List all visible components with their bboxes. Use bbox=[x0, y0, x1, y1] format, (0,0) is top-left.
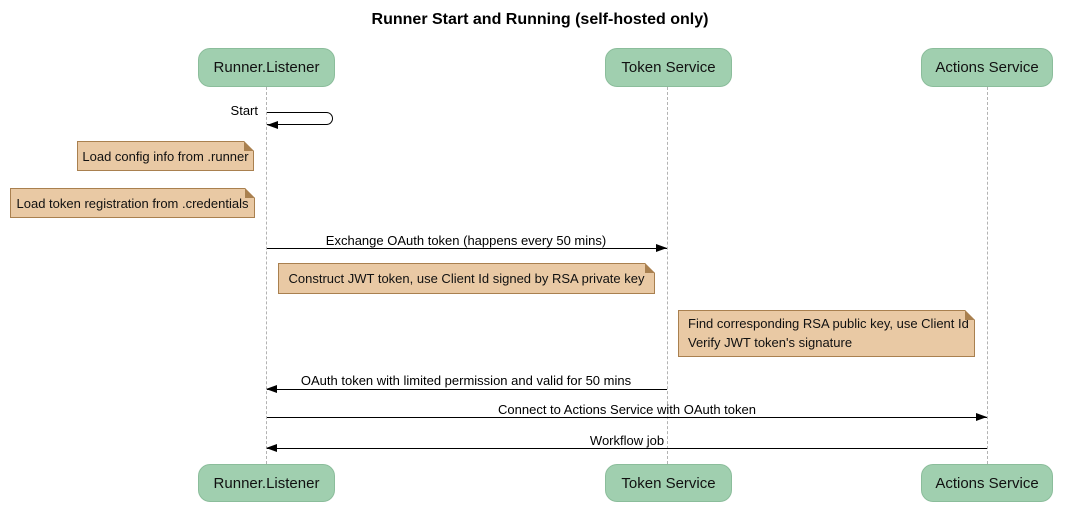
diagram-title: Runner Start and Running (self-hosted on… bbox=[371, 11, 709, 28]
lifeline-actions-service bbox=[987, 87, 988, 464]
participant-label: Actions Service bbox=[935, 474, 1039, 492]
arrowhead bbox=[656, 244, 667, 252]
message-line bbox=[267, 248, 667, 249]
note-find-rsa-key: Find corresponding RSA public key, use C… bbox=[678, 310, 975, 357]
message-line bbox=[267, 389, 667, 390]
participant-label: Token Service bbox=[621, 474, 716, 492]
message-line bbox=[267, 417, 987, 418]
participant-actions-service-bottom: Actions Service bbox=[921, 464, 1053, 502]
arrowhead bbox=[267, 121, 278, 129]
participant-actions-service-top: Actions Service bbox=[921, 48, 1053, 87]
note-load-config: Load config info from .runner bbox=[77, 141, 254, 171]
note-load-token-registration: Load token registration from .credential… bbox=[10, 188, 255, 218]
note-text: Load token registration from .credential… bbox=[16, 195, 249, 211]
self-message-loop bbox=[267, 112, 333, 125]
participant-runner-listener-top: Runner.Listener bbox=[198, 48, 335, 87]
participant-label: Runner.Listener bbox=[213, 474, 320, 492]
message-label-start: Start bbox=[230, 103, 258, 118]
message-label-connect: Connect to Actions Service with OAuth to… bbox=[498, 402, 756, 417]
participant-label: Token Service bbox=[621, 59, 716, 76]
lifeline-runner-listener bbox=[266, 87, 267, 464]
message-label-oauth-return: OAuth token with limited permission and … bbox=[300, 373, 632, 388]
arrowhead bbox=[976, 413, 987, 421]
participant-runner-listener-bottom: Runner.Listener bbox=[198, 464, 335, 502]
arrowhead bbox=[266, 385, 277, 393]
participant-token-service-bottom: Token Service bbox=[605, 464, 732, 502]
message-label-workflow-job: Workflow job bbox=[589, 433, 665, 448]
participant-token-service-top: Token Service bbox=[605, 48, 732, 87]
message-line bbox=[267, 448, 987, 449]
note-text-line: Verify JWT token's signature bbox=[688, 334, 853, 350]
message-label-exchange-oauth: Exchange OAuth token (happens every 50 m… bbox=[325, 233, 607, 248]
participant-label: Runner.Listener bbox=[213, 59, 320, 76]
note-text: Load config info from .runner bbox=[82, 148, 249, 164]
participant-label: Actions Service bbox=[935, 59, 1039, 76]
arrowhead bbox=[266, 444, 277, 452]
note-text-line: Find corresponding RSA public key, use C… bbox=[688, 315, 969, 331]
note-text: Construct JWT token, use Client Id signe… bbox=[288, 271, 645, 286]
lifeline-token-service bbox=[667, 87, 668, 464]
note-construct-jwt: Construct JWT token, use Client Id signe… bbox=[278, 263, 655, 294]
